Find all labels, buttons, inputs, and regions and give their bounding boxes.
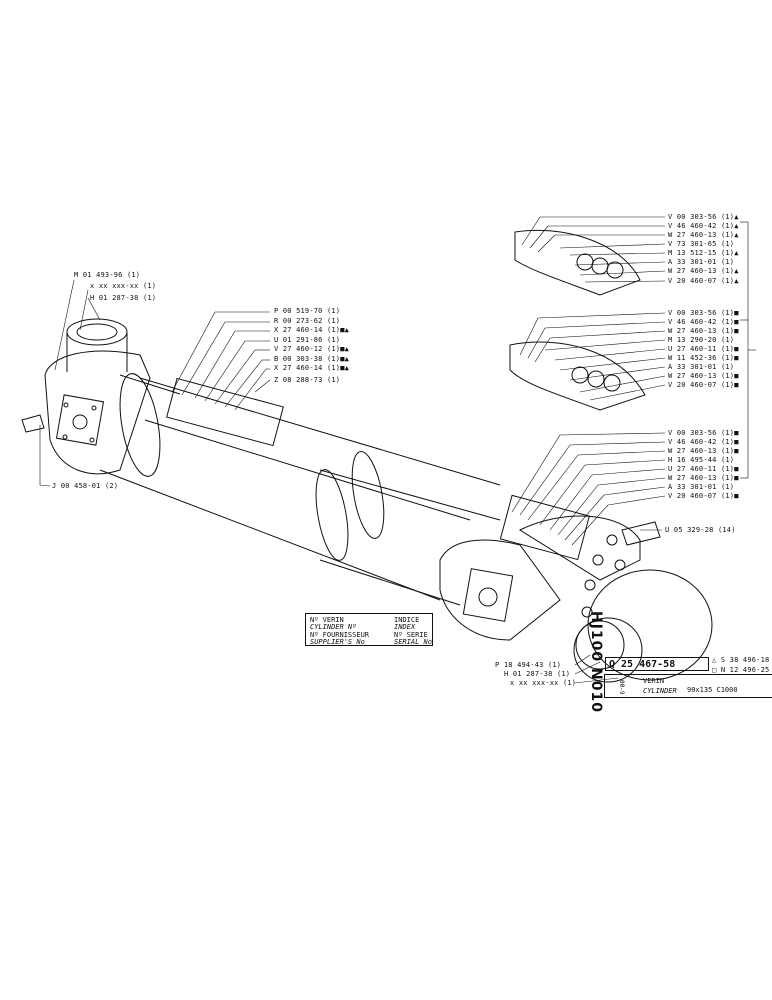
piston-rod: [315, 469, 501, 606]
kit-square-item: V 00 303-56 (1)■: [668, 309, 739, 317]
kit-square-item: M 13 290-20 (1): [668, 336, 735, 344]
title-name-fr: VERIN: [643, 677, 665, 685]
label-xx-xxx: x xx xxx-xx (1): [90, 282, 157, 290]
cylinder-barrel: [99, 373, 501, 601]
kit-square-item: W 11 452-36 (1)■: [668, 354, 739, 362]
info-no-fournisseur: Nº FOURNISSEUR: [310, 631, 370, 639]
seal-kit-middle: [509, 341, 646, 411]
label-h01-287-38-b: H 01 287-38 (1): [504, 670, 571, 678]
revision-square: □ N 12 496-25: [712, 666, 770, 674]
revision-square-code: N 12 496-25: [720, 666, 770, 674]
part-number-box: Q 25 467-58: [605, 657, 709, 671]
label-r00-273-62: R 00 273-62 (1): [274, 317, 341, 325]
kit-square-item: V 20 460-07 (1)■: [668, 381, 739, 389]
title-name-en: CYLINDER: [643, 687, 677, 695]
kit-triangle-item: A 33 301-01 (1): [668, 258, 735, 266]
vertical-drawing-code: HJ100 N010: [588, 611, 604, 713]
label-xx-xxx-b: x xx xxx-xx (1): [510, 679, 577, 687]
rod-eye: [439, 515, 713, 683]
label-p00-519-70: P 00 519-70 (1): [274, 307, 341, 315]
revision-triangle-code: S 38 496-18: [720, 656, 770, 664]
seal-kit-top: [514, 229, 641, 296]
kit-triangle-item: V 46 460-42 (1)▲: [668, 222, 739, 230]
kit-bottom-item: A 33 301-01 (1): [668, 483, 735, 491]
kit-square-item: A 33 301-01 (1): [668, 363, 735, 371]
info-supplier-no: SUPPLIER'S No: [310, 638, 365, 646]
kit-triangle-item: V 73 301-65 (1): [668, 240, 735, 248]
info-indice: INDICE: [394, 616, 420, 624]
kit-square-item: V 46 460-42 (1)■: [668, 318, 739, 326]
label-z08-288-73: Z 08 288-73 (1): [274, 376, 341, 384]
label-p18-494-43: P 18 494-43 (1): [495, 661, 562, 669]
label-u05-329-28: U 05 329-28 (14): [665, 526, 736, 534]
kit-bottom-item: V 00 303-56 (1)■: [668, 429, 739, 437]
info-no-verin: Nº VERIN: [310, 616, 344, 624]
label-h01-287-38: H 01 287-38 (1): [90, 294, 157, 302]
kit-bottom-item: V 20 460-07 (1)■: [668, 492, 739, 500]
seal-kit-piston: [166, 377, 590, 561]
title-box: VERIN CYLINDER 90x135 C1000: [604, 674, 772, 698]
kit-bottom-item: W 27 460-13 (1)■: [668, 474, 739, 482]
kit-triangle-item: W 27 460-13 (1)▲: [668, 231, 739, 239]
info-serial-no: SERIAL No: [394, 638, 432, 646]
label-u01-291-86: U 01 291-86 (1): [274, 336, 341, 344]
kit-square-item: W 27 460-13 (1)■: [668, 372, 739, 380]
kit-triangle-item: V 00 303-56 (1)▲: [668, 213, 739, 221]
kit-triangle-item: W 27 460-13 (1)▲: [668, 267, 739, 275]
label-b00-303-38: B 00 303-38 (1)■▲: [274, 355, 350, 363]
info-no-serie: Nº SERIE: [394, 631, 428, 639]
kit-square-item: U 27 460-11 (1)■: [668, 345, 739, 353]
kit-triangle-item: V 20 460-07 (1)▲: [668, 277, 739, 285]
info-cylinder-no: CYLINDER Nº: [310, 623, 357, 631]
label-v27-460-12: V 27 460-12 (1)■▲: [274, 345, 350, 353]
kit-bottom-item: H 16 495-44 (1): [668, 456, 735, 464]
label-m01-493-96: M 01 493-96 (1): [74, 271, 141, 279]
kit-square-item: W 27 460-13 (1)■: [668, 327, 739, 335]
label-x27-460-14-a: X 27 460-14 (1)■▲: [274, 326, 350, 334]
info-index: INDEX: [394, 623, 416, 631]
cylinder-info-box: Nº VERIN CYLINDER Nº INDICE INDEX Nº FOU…: [305, 613, 433, 646]
revision-triangle: △ S 38 496-18: [712, 656, 770, 664]
rear-clevis: [21, 318, 151, 475]
kit-bottom-item: U 27 460-11 (1)■: [668, 465, 739, 473]
leader-lines: [39, 216, 756, 684]
title-dimensions: 90x135 C1000: [687, 686, 738, 694]
kit-triangle-item: M 13 512-15 (1)▲: [668, 249, 739, 257]
kit-bottom-item: W 27 460-13 (1)■: [668, 447, 739, 455]
kit-bottom-item: V 46 460-42 (1)■: [668, 438, 739, 446]
label-j00-458-01: J 00 458-01 (2): [52, 482, 119, 490]
label-x27-460-14-b: X 27 460-14 (1)■▲: [274, 364, 350, 372]
